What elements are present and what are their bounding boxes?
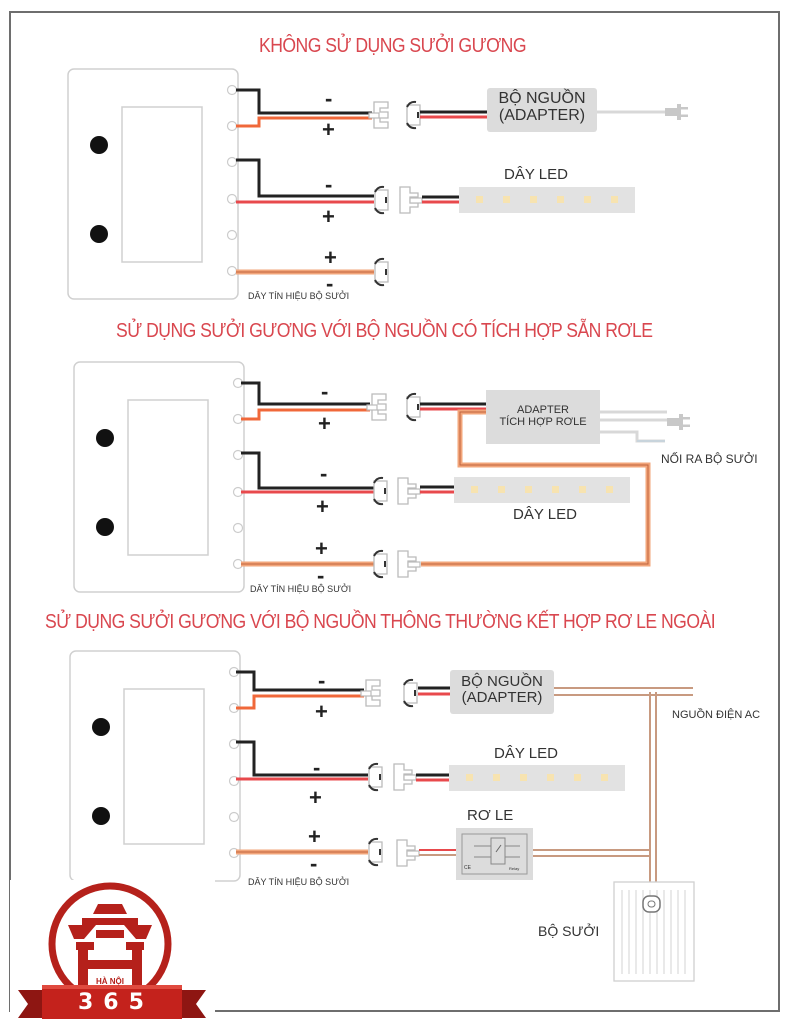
hanoi-365-logo: HÀ NỘI 365 [10,880,215,1024]
s3-signal-label: DÂY TÍN HIỆU BỘ SƯỞI [248,877,350,887]
section-2-title: SỬ DỤNG SƯỞI GƯƠNG VỚI BỘ NGUỒN CÓ TÍCH … [116,320,653,342]
s3-wire1-minus: - [318,668,326,693]
s1-wire3-minus: - [326,271,334,296]
logo-gate-icon [18,882,206,1019]
s2-wire1-plus: + [318,411,331,436]
s3-adapter-line1: BỘ NGUỒN [461,673,543,690]
s1-wire1-minus: - [325,86,333,111]
s2-wire2-minus: - [320,461,328,486]
section-1-diagram [67,68,688,300]
s3-adapter-label: BỘ NGUỒN (ADAPTER) [450,674,554,706]
s3-led-label: DÂY LED [494,745,558,762]
s3-relay-mark-brand: Relay [509,866,520,871]
section-1-title: KHÔNG SỬ DỤNG SƯỞI GƯƠNG [259,35,527,57]
s1-wire2-minus: - [325,172,333,197]
s3-wire3-plus: + [308,824,321,849]
s1-wire1-plus: + [322,117,335,142]
s2-heater-out-label: NỐI RA BỘ SƯỞI [661,452,758,466]
logo-city-text: HÀ NỘI [96,977,124,986]
s3-wire3-minus: - [310,851,318,876]
s2-adapter-label: ADAPTER TÍCH HỢP RƠLE [486,404,600,428]
s2-signal-label: DÂY TÍN HIỆU BỘ SƯỞI [250,584,352,594]
s3-adapter-line2: (ADAPTER) [461,688,543,706]
s1-adapter-line2: (ADAPTER) [498,106,586,124]
section-3-title: SỬ DỤNG SƯỞI GƯƠNG VỚI BỘ NGUỒN THÔNG TH… [45,611,716,633]
s1-wire3-plus: + [324,245,337,270]
s3-ac-label: NGUỒN ĐIỆN AC [672,709,761,721]
s2-wire3-minus: - [317,563,325,588]
s2-led-label: DÂY LED [513,506,577,523]
diagram-frame [9,11,780,1012]
s1-signal-label: DÂY TÍN HIỆU BỘ SƯỞI [248,291,350,301]
s2-adapter-line1: ADAPTER [517,404,569,416]
s2-wire3-plus: + [315,536,328,561]
s1-wire2-plus: + [322,204,335,229]
s2-adapter-line2: TÍCH HỢP RƠLE [499,415,587,428]
s3-wire2-minus: - [313,755,321,780]
s1-led-label: DÂY LED [504,166,568,183]
s3-wire1-plus: + [315,699,328,724]
s3-relay-mark-ce: CE [464,865,471,871]
s3-relay-label: RƠ LE [467,807,514,824]
s2-wire1-minus: - [321,379,329,404]
s3-heater-label: BỘ SƯỞI [538,923,600,939]
s1-adapter-label: BỘ NGUỒN (ADAPTER) [487,90,597,125]
s1-adapter-line1: BỘ NGUỒN [498,90,586,107]
logo-number-text: 365 [78,990,154,1015]
section-2-diagram [73,361,690,593]
s2-wire2-plus: + [316,494,329,519]
s3-wire2-plus: + [309,785,322,810]
section-3-diagram [69,650,695,982]
